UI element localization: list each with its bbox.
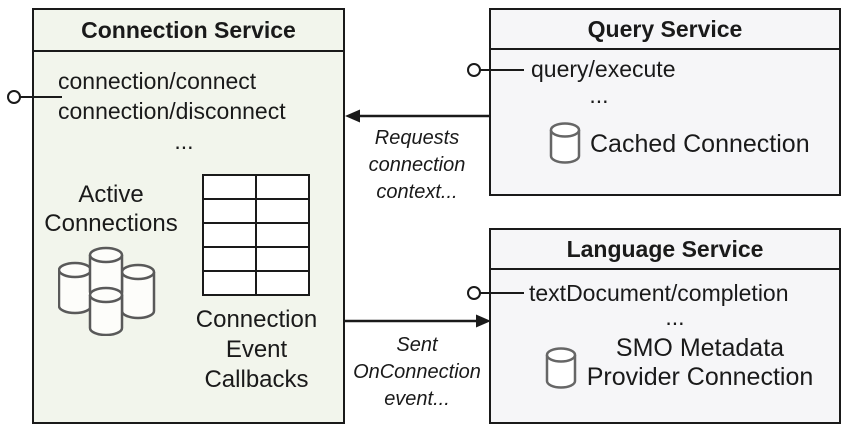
ellipsis: ... xyxy=(665,304,685,330)
table-cell xyxy=(204,272,255,294)
table-cell xyxy=(204,176,255,198)
lollipop-interface-icon xyxy=(467,286,524,300)
smo-metadata-provider-connection-label: SMO Metadata Provider Connection xyxy=(570,334,830,392)
ellipsis: ... xyxy=(589,82,609,108)
database-icon xyxy=(545,347,577,389)
connection-service-box: Connection Service connection/connect co… xyxy=(32,8,345,424)
lollipop-interface-icon xyxy=(7,90,62,104)
language-service-title: Language Service xyxy=(491,230,839,270)
database-icon xyxy=(549,122,581,164)
query-service-title: Query Service xyxy=(491,10,839,50)
method-connection-disconnect: connection/disconnect xyxy=(58,98,286,124)
method-query-execute: query/execute xyxy=(531,56,676,82)
annotation-line: context... xyxy=(376,181,458,203)
active-connections-label: Active Connections xyxy=(36,180,186,238)
connection-event-callbacks-label: Connection Event Callbacks xyxy=(174,305,339,395)
annotation-line: connection xyxy=(368,154,466,176)
callbacks-line1: Connection xyxy=(195,306,318,333)
table-cell xyxy=(257,248,308,270)
sent-onconnection-event-annotation: Sent OnConnection event... xyxy=(336,332,498,413)
connection-service-title: Connection Service xyxy=(34,10,343,52)
table-cell xyxy=(257,200,308,222)
method-textdocument-completion: textDocument/completion xyxy=(529,280,789,306)
lollipop-interface-icon xyxy=(467,63,524,77)
active-connections-line1: Active xyxy=(78,181,144,208)
callbacks-line3: Callbacks xyxy=(204,366,309,393)
query-service-box: Query Service query/execute ... Cached C… xyxy=(489,8,841,196)
table-cell xyxy=(204,224,255,246)
requests-connection-context-annotation: Requests connection context... xyxy=(341,125,493,206)
table-cell xyxy=(204,200,255,222)
table-cell xyxy=(204,248,255,270)
smo-label-line2: Provider Connection xyxy=(586,363,814,391)
cached-connection-label: Cached Connection xyxy=(590,130,810,158)
ellipsis: ... xyxy=(174,128,194,154)
annotation-line: event... xyxy=(384,388,450,410)
connection-methods: connection/connect connection/disconnect… xyxy=(58,66,310,156)
table-cell xyxy=(257,272,308,294)
annotation-line: Sent xyxy=(396,334,438,356)
annotation-line: Requests xyxy=(374,127,460,149)
annotation-line: OnConnection xyxy=(353,361,481,383)
database-cluster-icon xyxy=(58,246,156,336)
arrow-left-icon xyxy=(345,109,491,123)
language-service-box: Language Service textDocument/completion… xyxy=(489,228,841,424)
callbacks-table xyxy=(202,174,310,296)
table-cell xyxy=(257,176,308,198)
method-connection-connect: connection/connect xyxy=(58,68,257,94)
smo-label-line1: SMO Metadata xyxy=(615,334,785,362)
callbacks-line2: Event xyxy=(225,336,288,363)
table-cell xyxy=(257,224,308,246)
arrow-right-icon xyxy=(345,314,491,328)
active-connections-line2: Connections xyxy=(44,210,178,237)
